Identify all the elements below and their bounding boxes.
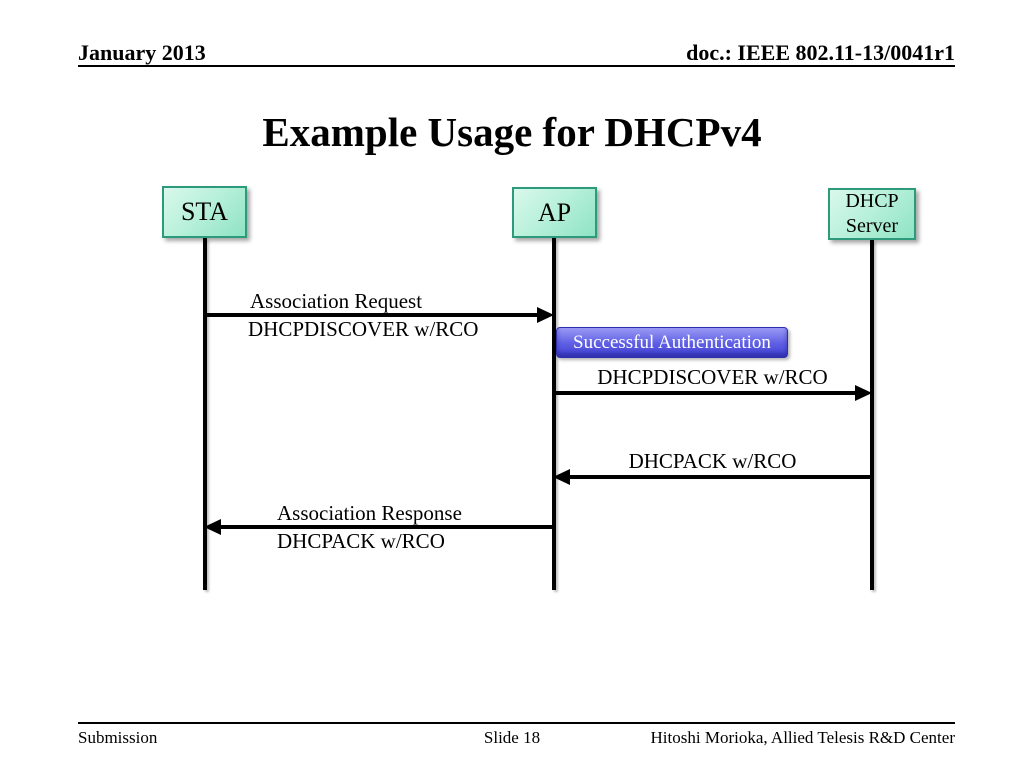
- actor-label-ap: AP: [537, 197, 572, 227]
- arrowhead-left-icon: [204, 519, 221, 535]
- message-label: DHCPACK w/RCO: [628, 449, 797, 473]
- note-successful-authentication: Successful Authentication: [556, 327, 788, 358]
- footer-author: Hitoshi Morioka, Allied Telesis R&D Cent…: [650, 728, 955, 747]
- message-arrow-association-request: [205, 307, 554, 323]
- actor-box-sta: STA: [162, 186, 247, 238]
- header-date: January 2013: [78, 40, 206, 65]
- message-arrow-dhcpack: [553, 469, 871, 485]
- footer-submission: Submission: [78, 728, 158, 747]
- message-label: DHCPACK w/RCO: [277, 529, 445, 553]
- slide-title: Example Usage for DHCPv4: [262, 109, 762, 155]
- arrow-shaft: [205, 313, 540, 317]
- arrowhead-left-icon: [553, 469, 570, 485]
- lifeline-dhcp-server: [870, 240, 874, 590]
- message-label: DHCPDISCOVER w/RCO: [248, 317, 479, 341]
- message-label: DHCPDISCOVER w/RCO: [597, 365, 828, 389]
- message-arrow-dhcpdiscover: [554, 385, 872, 401]
- actor-label-dhcp-server: DHCP Server: [845, 190, 899, 237]
- actor-label-sta: STA: [180, 197, 229, 226]
- arrow-shaft: [218, 525, 553, 529]
- arrowhead-right-icon: [537, 307, 554, 323]
- lifeline-ap: [552, 238, 556, 590]
- arrow-shaft: [554, 391, 858, 395]
- message-arrow-association-response: [204, 519, 553, 535]
- actor-box-dhcp-server: DHCP Server: [828, 188, 916, 240]
- arrow-shaft: [567, 475, 871, 479]
- footer-slide-number: Slide 18: [483, 728, 541, 747]
- header-rule: [78, 65, 955, 67]
- actor-box-ap: AP: [512, 187, 597, 238]
- footer-rule: [78, 722, 955, 724]
- message-label: Association Response: [277, 501, 462, 525]
- header-doc-number: doc.: IEEE 802.11-13/0041r1: [686, 40, 955, 65]
- lifeline-sta: [203, 238, 207, 590]
- arrowhead-right-icon: [855, 385, 872, 401]
- message-label: Association Request: [250, 289, 423, 313]
